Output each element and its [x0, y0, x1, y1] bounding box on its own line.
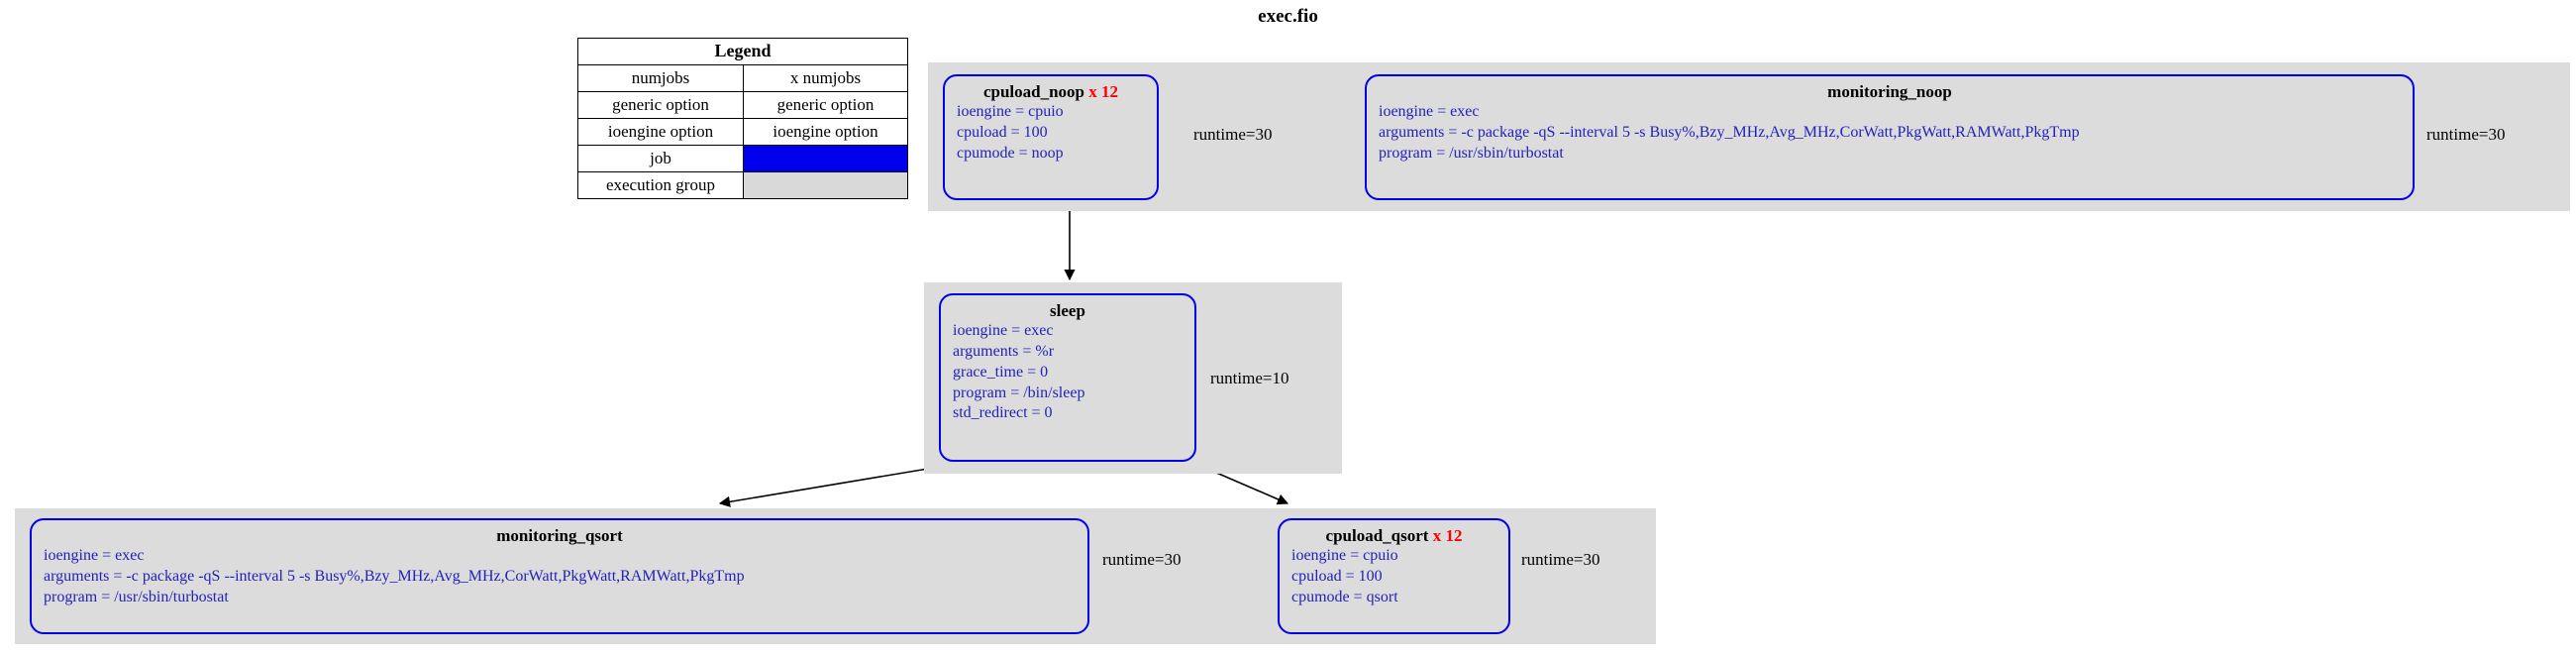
job-title-cpuload-noop: cpuload_noop x 12 [957, 81, 1145, 102]
job-node-cpuload-qsort[interactable]: cpuload_qsort x 12 ioengine = cpuio cpul… [1278, 518, 1510, 634]
job-option: cpuload = 100 [957, 124, 1048, 142]
legend-swatch-job [742, 145, 909, 172]
legend-table: Legend numjobs x numjobs generic option … [577, 38, 909, 199]
legend-label-execution-group: execution group [577, 171, 744, 199]
job-option: grace_time = 0 [953, 363, 1049, 381]
job-title-monitoring-qsort: monitoring_qsort [44, 525, 1076, 546]
legend-row-job: job [577, 145, 909, 172]
job-numjobs-cpuload-qsort: x 12 [1432, 526, 1463, 545]
edge-label-runtime-monitoring-qsort: runtime=30 [1102, 550, 1182, 569]
job-option: ioengine = cpuio [957, 103, 1064, 121]
legend-label-job: job [577, 145, 744, 172]
legend-header-row: Legend [577, 38, 908, 65]
job-option: cpuload = 100 [1291, 568, 1383, 586]
job-name-monitoring-noop: monitoring_noop [1827, 82, 1952, 101]
job-title-sleep: sleep [953, 300, 1183, 321]
job-name-cpuload-qsort: cpuload_qsort [1325, 526, 1429, 545]
job-option: ioengine = exec [44, 547, 145, 565]
job-option: cpumode = qsort [1291, 588, 1398, 605]
edge-sleep-to-monitoring-qsort [718, 465, 947, 507]
edge-label-runtime-sleep: runtime=10 [1210, 369, 1289, 387]
legend-sample-numjobs: x numjobs [742, 64, 909, 92]
legend-label-generic-option: generic option [577, 91, 744, 119]
legend-swatch-execution-group [742, 171, 909, 199]
job-option: std_redirect = 0 [953, 404, 1053, 422]
legend-sample-generic-option: generic option [742, 91, 909, 119]
edge-label-runtime-cpuload-noop: runtime=30 [1193, 125, 1273, 144]
legend-row-execution-group: execution group [577, 171, 909, 199]
job-node-cpuload-noop[interactable]: cpuload_noop x 12 ioengine = cpuio cpulo… [943, 74, 1159, 200]
legend-header: Legend [577, 38, 908, 65]
job-option: ioengine = exec [1379, 103, 1480, 121]
legend-row-numjobs: numjobs x numjobs [577, 64, 909, 92]
job-title-monitoring-noop: monitoring_noop [1379, 81, 2401, 102]
job-option: arguments = %r [953, 343, 1055, 361]
page-title: exec.fio [1258, 6, 1318, 27]
legend-sample-ioengine-option: ioengine option [742, 118, 909, 146]
edge-label-runtime-cpuload-qsort: runtime=30 [1521, 550, 1600, 569]
job-option: program = /usr/sbin/turbostat [44, 588, 229, 605]
job-option: arguments = -c package -qS --interval 5 … [1379, 124, 2080, 142]
edge-label-runtime-monitoring-noop: runtime=30 [2426, 125, 2506, 144]
job-title-cpuload-qsort: cpuload_qsort x 12 [1291, 525, 1496, 546]
job-node-monitoring-qsort[interactable]: monitoring_qsort ioengine = exec argumen… [30, 518, 1089, 634]
legend-label-numjobs: numjobs [577, 64, 744, 92]
job-name-cpuload-noop: cpuload_noop [982, 82, 1085, 101]
job-name-sleep: sleep [1050, 301, 1085, 320]
legend-label-ioengine-option: ioengine option [577, 118, 744, 146]
legend-row-ioengine-option: ioengine option ioengine option [577, 118, 909, 146]
job-option: cpumode = noop [957, 144, 1064, 162]
job-node-sleep[interactable]: sleep ioengine = exec arguments = %r gra… [939, 293, 1196, 462]
job-option: arguments = -c package -qS --interval 5 … [44, 568, 745, 586]
job-option: ioengine = cpuio [1291, 547, 1398, 565]
legend-row-generic-option: generic option generic option [577, 91, 909, 119]
job-option: program = /bin/sleep [953, 383, 1085, 401]
job-option: program = /usr/sbin/turbostat [1379, 144, 1564, 162]
job-option: ioengine = exec [953, 322, 1054, 340]
job-node-monitoring-noop[interactable]: monitoring_noop ioengine = exec argument… [1365, 74, 2415, 200]
job-name-monitoring-qsort: monitoring_qsort [496, 526, 623, 545]
job-numjobs-cpuload-noop: x 12 [1088, 82, 1119, 101]
